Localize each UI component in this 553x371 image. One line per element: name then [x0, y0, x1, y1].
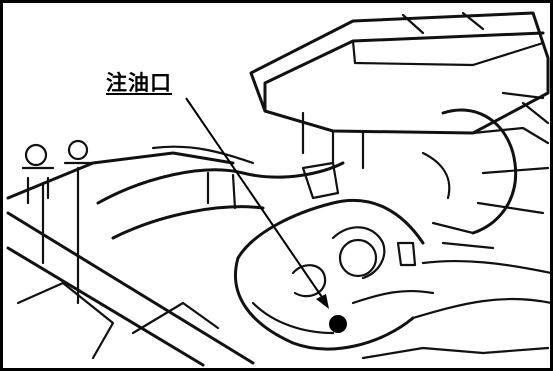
- middle-hoses: [96, 145, 345, 240]
- frame-rails: [6, 151, 255, 367]
- oil-filler-hole: [329, 315, 347, 333]
- engine-line-drawing: [6, 11, 550, 367]
- crankcase-cover: [233, 198, 550, 360]
- left-bolts: [21, 139, 95, 205]
- engine-top-right: [421, 91, 550, 235]
- oil-filler-label: 注油口: [106, 71, 172, 95]
- callout-arrow: [185, 97, 329, 309]
- air-box: [249, 11, 550, 170]
